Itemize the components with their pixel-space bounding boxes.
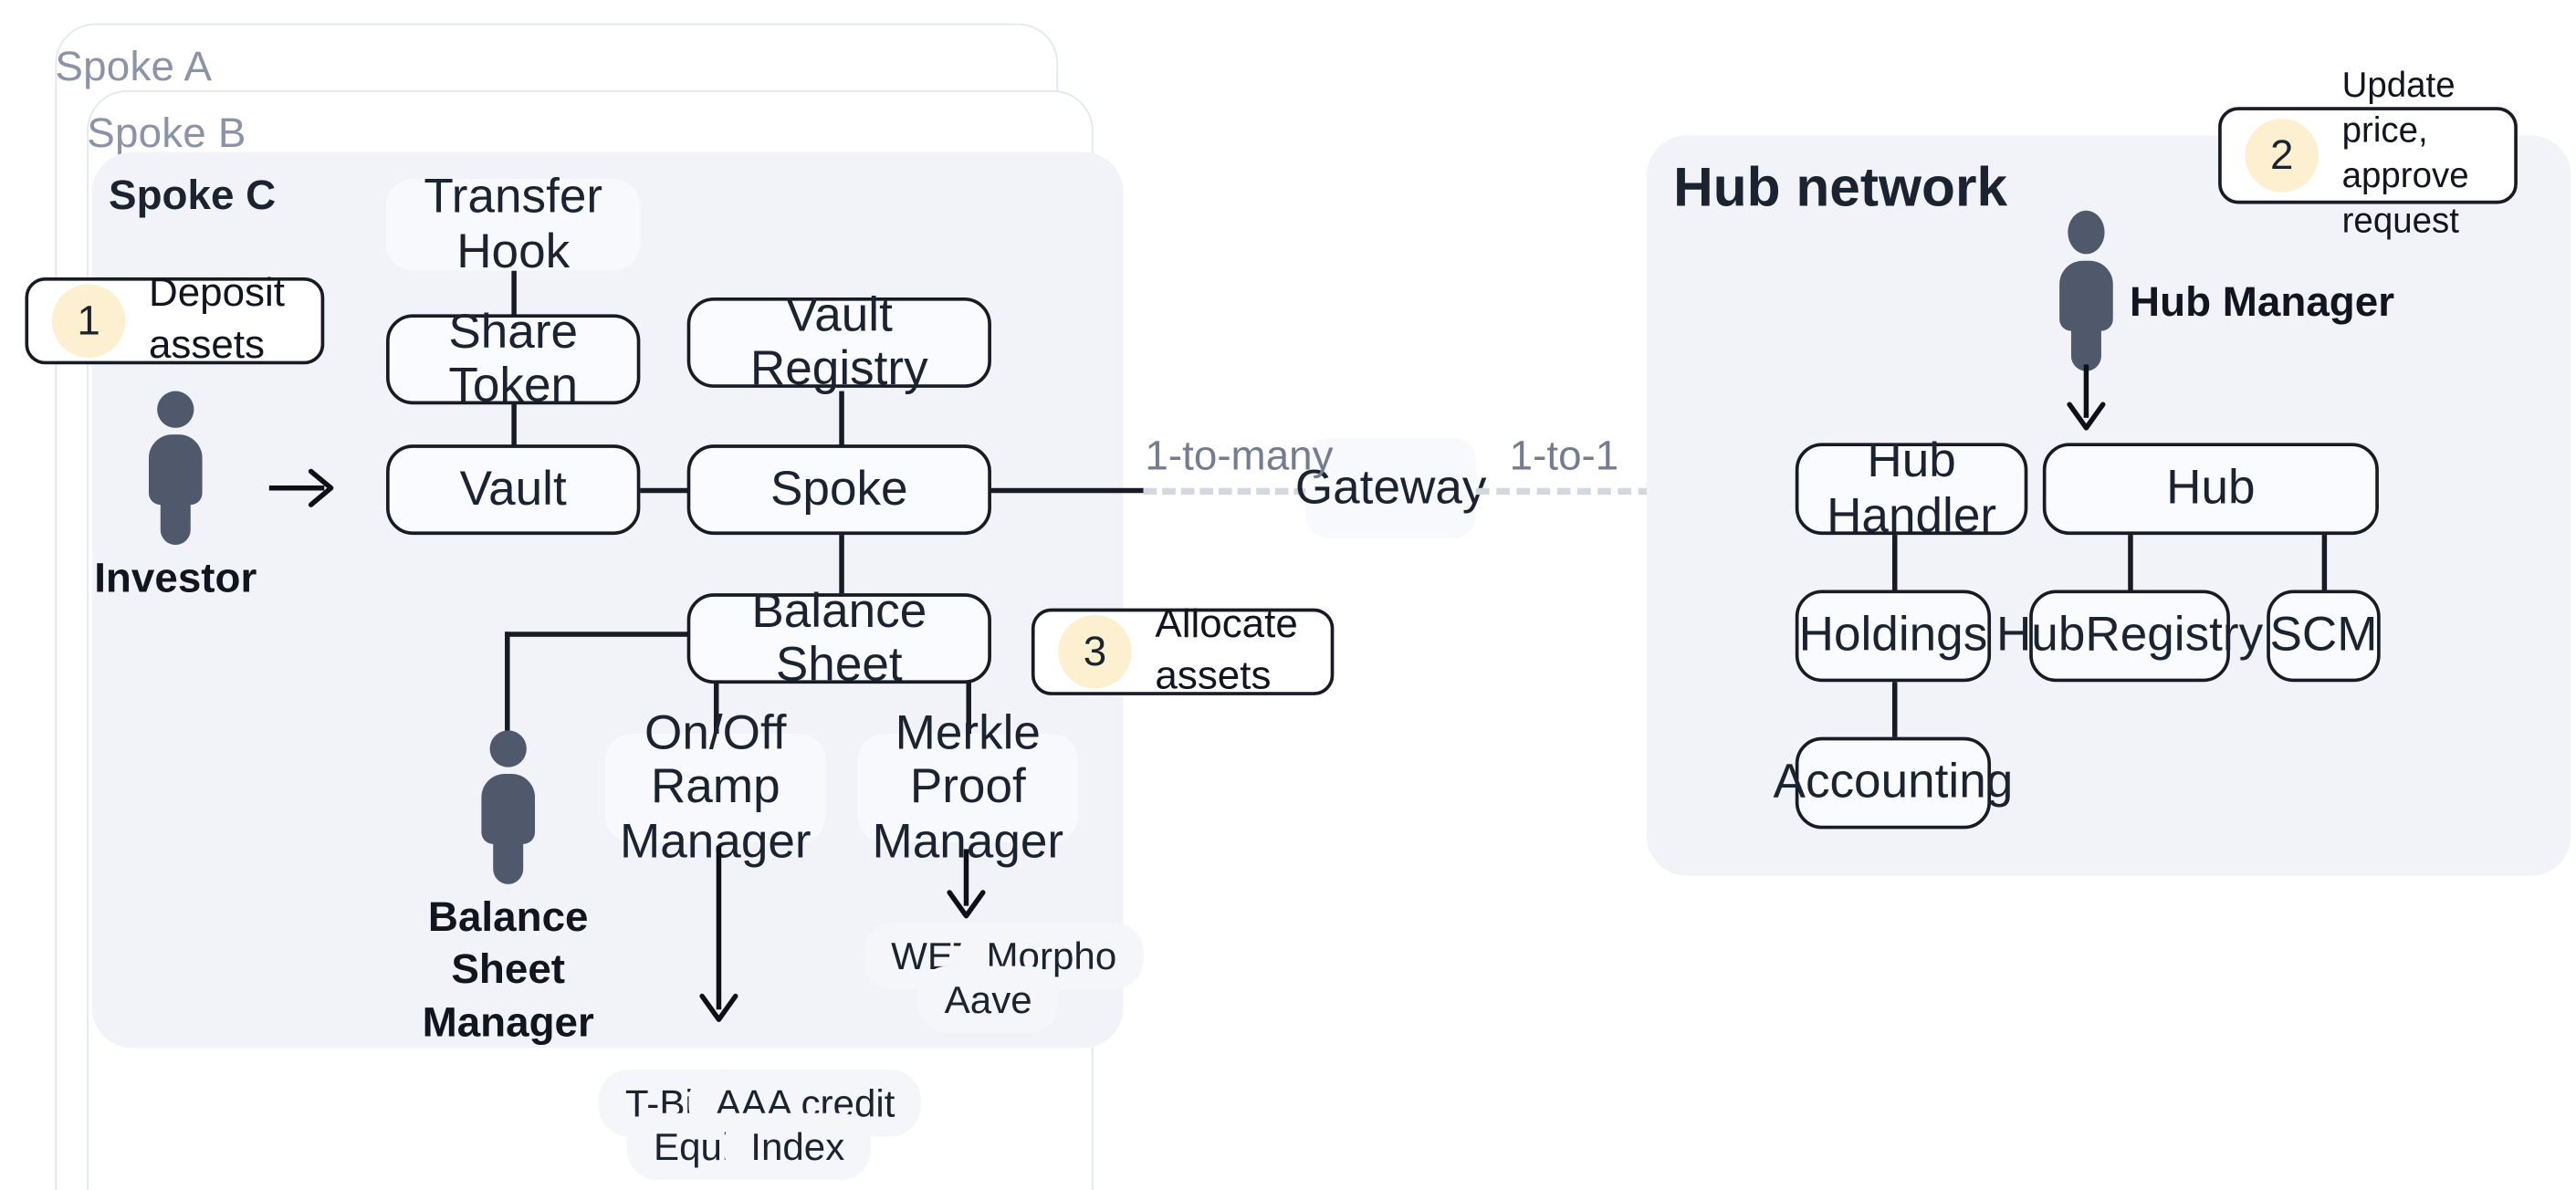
hub-network-title: Hub network	[1673, 155, 2008, 218]
callout-3-badge: 3	[1058, 614, 1132, 689]
connector-vaultregistry-spoke	[839, 391, 843, 446]
node-merkle-proof-manager[interactable]: Merkle Proof Manager	[857, 706, 1079, 869]
node-holdings[interactable]: Holdings	[1795, 590, 1992, 683]
callout-allocate-assets[interactable]: 3 Allocate assets	[1031, 602, 1335, 699]
dashed-line-right	[1476, 487, 1652, 496]
connector-balancesheet-bsm-v	[505, 632, 509, 749]
connector-holdings-accounting	[1892, 682, 1897, 737]
connector-hubhandler-holdings	[1892, 535, 1897, 590]
node-onoff-ramp-manager-label: On/Off Ramp Manager	[619, 706, 812, 869]
balance-sheet-manager-label: Balance Sheet Manager	[422, 893, 594, 1046]
connector-spoke-balancesheet	[839, 535, 843, 594]
node-balance-sheet[interactable]: Balance Sheet	[686, 584, 991, 692]
connector-vault-spoke	[640, 487, 691, 493]
connector-sharetoken-vault	[511, 399, 516, 456]
node-share-token[interactable]: Share Token	[386, 305, 641, 412]
arrow-hubmanager-to-hub	[2059, 364, 2113, 441]
spoke-c-title: Spoke C	[109, 172, 277, 219]
connector-transferhook-sharetoken	[511, 267, 516, 325]
node-hub[interactable]: Hub	[2042, 443, 2379, 536]
callout-update-price[interactable]: 2 Update price, approve request	[2218, 68, 2518, 241]
pill-index[interactable]: Index	[723, 1112, 872, 1181]
hub-manager-figure	[2053, 210, 2120, 371]
callout-deposit-assets[interactable]: 1 Deposit assets	[25, 271, 325, 368]
node-spoke[interactable]: Spoke	[686, 444, 991, 536]
spoke-shell-b-label: Spoke B	[87, 110, 246, 158]
callout-3-text: Allocate assets	[1155, 601, 1298, 699]
spoke-shell-a-label: Spoke A	[55, 43, 213, 90]
connector-spoke-gateway	[990, 487, 1144, 493]
investor-figure	[142, 391, 209, 546]
connector-balancesheet-bsm-h	[505, 632, 693, 636]
callout-1-text: Deposit assets	[148, 271, 286, 368]
node-gateway[interactable]: Gateway	[1295, 437, 1486, 538]
arrow-onofframp-to-assets	[692, 845, 746, 1033]
callout-1-badge: 1	[51, 284, 126, 358]
connector-hub-hubregistry	[2128, 535, 2132, 590]
node-merkle-proof-manager-label: Merkle Proof Manager	[872, 706, 1064, 869]
balance-sheet-manager-figure	[475, 730, 541, 884]
callout-2-badge: 2	[2245, 119, 2319, 193]
hub-manager-label: Hub Manager	[2130, 278, 2395, 327]
connector-hub-scm	[2321, 535, 2327, 590]
dashed-line-left	[1143, 487, 1308, 496]
arrow-merkle-to-protocols	[939, 849, 993, 929]
pill-aave[interactable]: Aave	[917, 966, 1060, 1033]
connector-balancesheet-merkle	[966, 682, 971, 736]
node-onoff-ramp-manager[interactable]: On/Off Ramp Manager	[604, 706, 826, 869]
arrow-investor-to-vault	[267, 461, 341, 515]
connector-balancesheet-onofframp	[713, 682, 718, 736]
node-hub-handler[interactable]: Hub Handler	[1795, 434, 2028, 542]
relation-label-one-to-many: 1-to-many	[1145, 433, 1334, 480]
node-vault-registry[interactable]: Vault Registry	[686, 288, 991, 396]
relation-label-one-to-one: 1-to-1	[1509, 433, 1619, 480]
node-scm[interactable]: SCM	[2267, 590, 2381, 683]
node-accounting[interactable]: Accounting	[1774, 736, 2013, 830]
investor-label: Investor	[94, 555, 257, 602]
callout-2-text: Update price, approve request	[2341, 67, 2469, 241]
node-transfer-hook[interactable]: Transfer Hook	[386, 171, 641, 278]
node-hub-registry[interactable]: HubRegistry	[1996, 590, 2263, 683]
node-vault[interactable]: Vault	[386, 444, 641, 536]
